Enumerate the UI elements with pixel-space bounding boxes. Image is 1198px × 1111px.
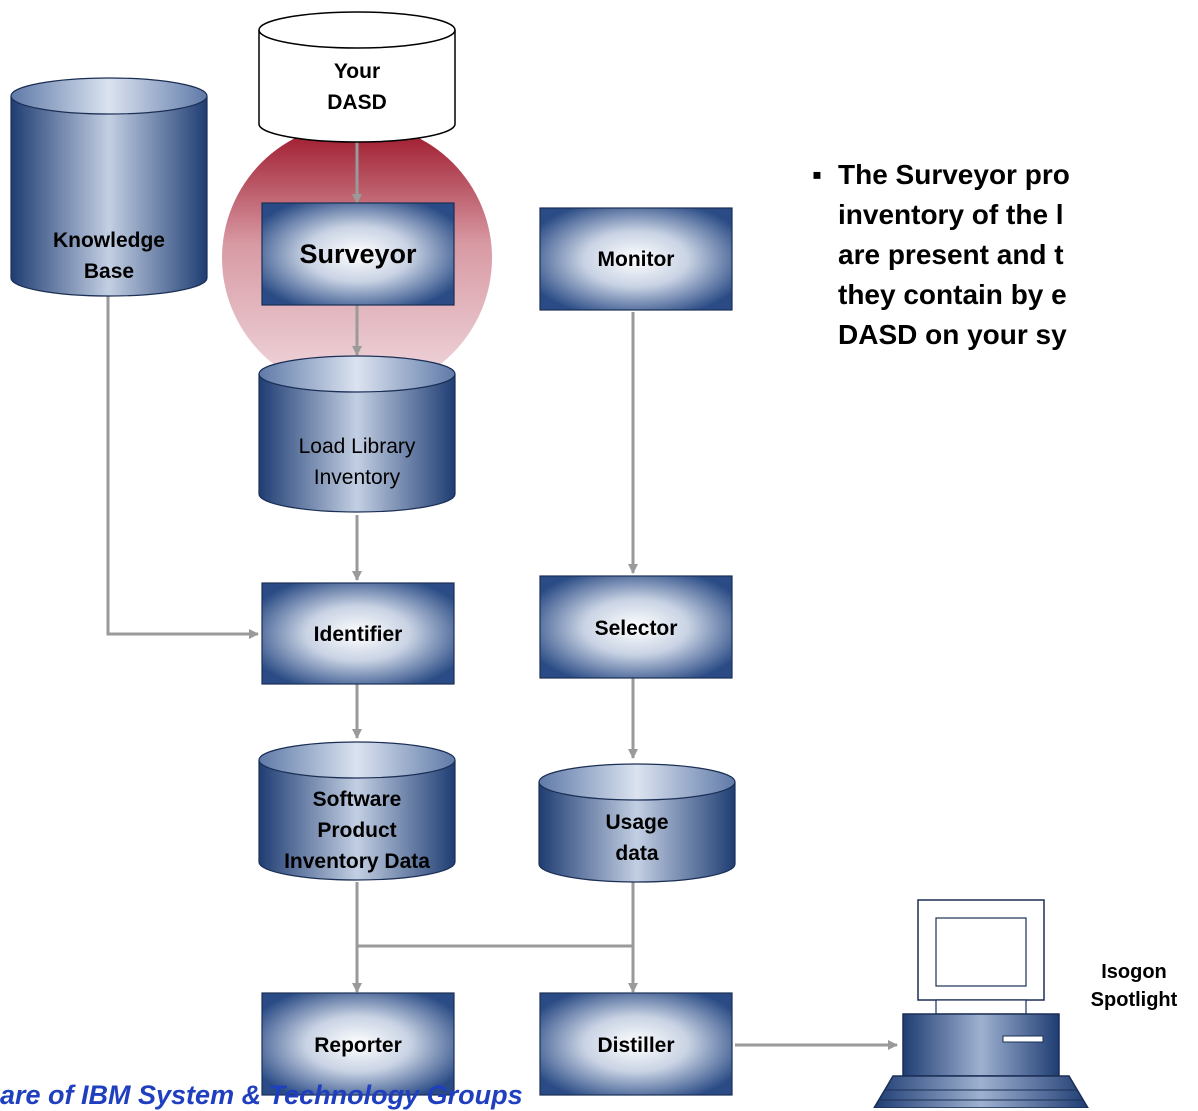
connectors xyxy=(106,142,898,1050)
usage-data-label-2: data xyxy=(615,842,659,865)
distiller-box: Distiller xyxy=(539,992,733,1096)
knowledge-base-cylinder: Knowledge Base xyxy=(10,77,208,297)
bullet-line-1: The Surveyor pro xyxy=(838,159,1070,190)
bullet-line-4: they contain by e xyxy=(838,279,1067,310)
usage-data-cylinder: Usage data xyxy=(538,763,736,883)
footer-text: are of IBM System & Technology Groups xyxy=(0,1080,523,1110)
identifier-label: Identifier xyxy=(314,623,403,646)
surveyor-box: Surveyor xyxy=(261,202,455,306)
bullet-line-5: DASD on your sy xyxy=(838,319,1067,350)
reporter-label: Reporter xyxy=(314,1034,402,1057)
bullet-line-3: are present and t xyxy=(838,239,1064,270)
spid-label-2: Product xyxy=(317,819,396,842)
load-library-inventory-cylinder: Load Library Inventory xyxy=(258,355,456,513)
selector-box: Selector xyxy=(539,575,733,679)
monitor-box: Monitor xyxy=(539,207,733,311)
knowledge-base-label-2: Base xyxy=(84,260,134,283)
arrow-kb-identifier xyxy=(106,294,259,639)
isogon-spotlight-label-2: Spotlight xyxy=(1091,989,1178,1011)
bullet-line-2: inventory of the l xyxy=(838,199,1064,230)
distiller-label: Distiller xyxy=(597,1034,674,1057)
isogon-spotlight-label-1: Isogon xyxy=(1101,961,1167,983)
surveyor-label: Surveyor xyxy=(299,239,417,269)
your-dasd-cylinder: Your DASD xyxy=(258,11,456,143)
selector-label: Selector xyxy=(595,617,678,640)
spid-label-3: Inventory Data xyxy=(284,850,430,873)
your-dasd-label-2: DASD xyxy=(327,91,387,114)
your-dasd-label-1: Your xyxy=(334,60,380,83)
load-library-label-2: Inventory xyxy=(314,466,401,489)
usage-data-label-1: Usage xyxy=(605,811,668,834)
identifier-box: Identifier xyxy=(261,582,455,685)
software-product-inventory-cylinder: Software Product Inventory Data xyxy=(258,741,456,881)
monitor-label: Monitor xyxy=(598,248,675,271)
load-library-label-1: Load Library xyxy=(299,435,416,458)
computer-icon xyxy=(873,899,1089,1108)
reporter-box: Reporter xyxy=(261,992,455,1096)
knowledge-base-label-1: Knowledge xyxy=(53,229,165,252)
bullet-marker: ▪ xyxy=(812,159,822,190)
spid-label-1: Software xyxy=(313,788,402,811)
